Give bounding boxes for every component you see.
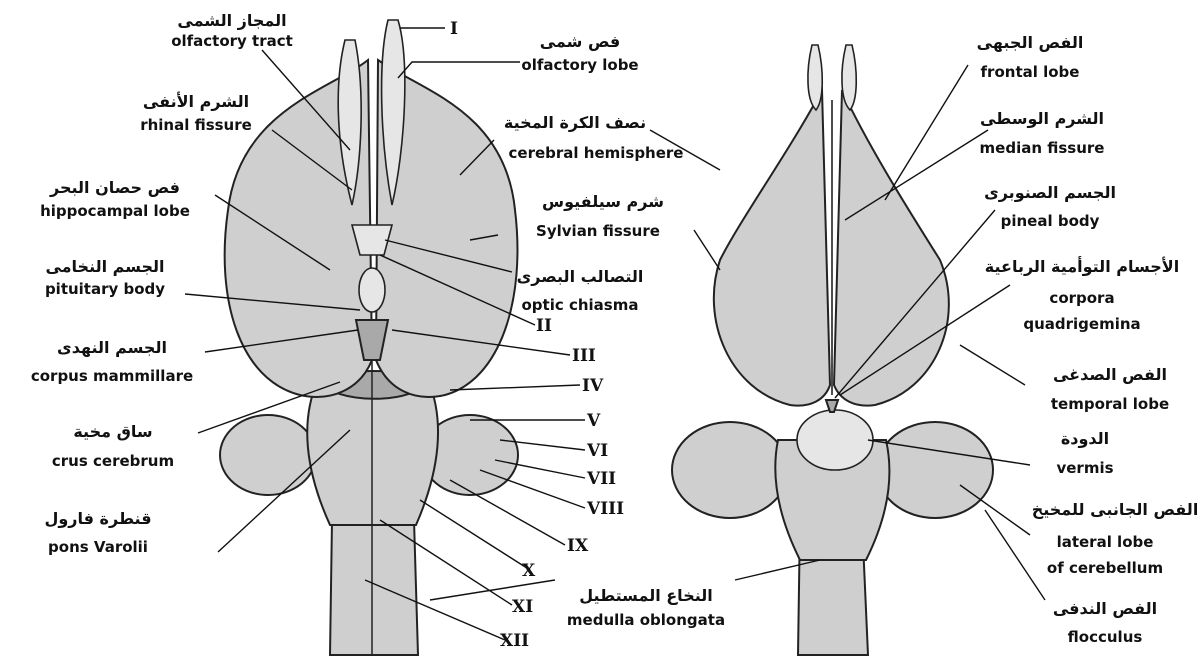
olfactory-lobe-en: olfactory lobe: [521, 56, 638, 74]
temporal-lobe-ar: الفص الصدغى: [1053, 365, 1167, 384]
dorsal-olfactory-right: [842, 45, 856, 110]
nerve-label: IV: [582, 376, 604, 396]
lateral-lobe-en1: lateral lobe: [1057, 533, 1154, 551]
dorsal-cerebellum-left: [672, 422, 788, 518]
lateral-lobe-en2: of cerebellum: [1047, 559, 1163, 577]
nerve-label: I: [450, 19, 458, 39]
nerve-label: IX: [567, 536, 589, 556]
cerebral-hemisphere-ar: نصف الكرة المخية: [504, 113, 646, 132]
frontal-lobe-ar: الفص الجبهى: [977, 33, 1084, 52]
olfactory-tract-en: olfactory tract: [171, 32, 293, 50]
ventral-brain-drawing: [220, 20, 518, 655]
olfactory-tract-ar: المجاز الشمى: [177, 11, 286, 30]
nerve-label: VI: [586, 441, 608, 461]
sylvian-fissure-en: Sylvian fissure: [536, 222, 660, 240]
dorsal-hemisphere-right: [834, 90, 949, 406]
pituitary-shape: [359, 268, 385, 312]
flocculus-ar: الفص الندفى: [1053, 599, 1157, 618]
nerve-label: XI: [512, 597, 533, 617]
corpora-quadrigemina-ar: الأجسام التوأمية الرباعية: [985, 256, 1179, 276]
corpora-quadrigemina-en2: quadrigemina: [1023, 315, 1140, 333]
medulla-oblongata-ar: النخاع المستطيل: [579, 586, 713, 605]
optic-chiasma-ar: التصالب البصرى: [517, 267, 644, 286]
crus-cerebrum-ar: ساق مخية: [73, 422, 152, 441]
dorsal-brain-drawing: [672, 45, 993, 655]
pons-varolii-en: pons Varolii: [48, 538, 148, 556]
hippocampal-lobe-ar: فص حصان البحر: [49, 178, 180, 197]
corpus-mammillare-en: corpus mammillare: [31, 367, 193, 385]
nerve-label: XII: [500, 631, 529, 651]
frontal-lobe-en: frontal lobe: [981, 63, 1080, 81]
pineal-body-en: pineal body: [1001, 212, 1100, 230]
crus-cerebrum-en: crus cerebrum: [52, 452, 174, 470]
vermis-shape: [797, 410, 873, 470]
olfactory-lobe-ar: فص شمى: [540, 32, 621, 51]
pons-varolii-ar: قنطرة فارول: [44, 509, 151, 528]
flocculus-en: flocculus: [1068, 628, 1143, 646]
corpus-mammillare-ar: الجسم النهدى: [57, 338, 167, 357]
labels-right: الفص الجبهى frontal lobe الشرم الوسطى me…: [977, 33, 1199, 646]
dorsal-olfactory-left: [808, 45, 822, 110]
dorsal-hemisphere-left: [714, 90, 830, 406]
lateral-lobe-ar: الفص الجانبى للمخيخ: [1032, 500, 1199, 519]
vermis-ar: الدودة: [1061, 429, 1109, 448]
pituitary-body-ar: الجسم النخامى: [45, 257, 164, 276]
pituitary-body-en: pituitary body: [45, 280, 165, 298]
nerve-label: III: [572, 346, 596, 366]
medulla-oblongata-en: medulla oblongata: [567, 611, 725, 629]
dorsal-cerebellum-right: [877, 422, 993, 518]
vermis-en: vermis: [1056, 459, 1113, 477]
nerve-label: V: [586, 411, 601, 431]
optic-chiasma-en: optic chiasma: [522, 296, 639, 314]
hippocampal-lobe-en: hippocampal lobe: [40, 202, 190, 220]
nerve-label: II: [536, 316, 552, 336]
nerve-label: VIII: [586, 499, 624, 519]
corpora-quadrigemina-en1: corpora: [1049, 289, 1114, 307]
nerve-label: X: [522, 561, 536, 581]
ventral-cerebellum-left: [220, 415, 316, 495]
pineal-body-ar: الجسم الصنوبرى: [984, 183, 1116, 202]
median-fissure-ar: الشرم الوسطى: [980, 109, 1104, 128]
nerve-label: VII: [586, 469, 616, 489]
median-fissure-en: median fissure: [980, 139, 1105, 157]
temporal-lobe-en: temporal lobe: [1051, 395, 1169, 413]
cerebral-hemisphere-en: cerebral hemisphere: [509, 144, 684, 162]
sylvian-fissure-ar: شرم سيلفيوس: [542, 192, 664, 211]
rhinal-fissure-ar: الشرم الأنفى: [143, 92, 249, 111]
ventral-spinal-cord: [330, 520, 418, 655]
rhinal-fissure-en: rhinal fissure: [140, 116, 252, 134]
